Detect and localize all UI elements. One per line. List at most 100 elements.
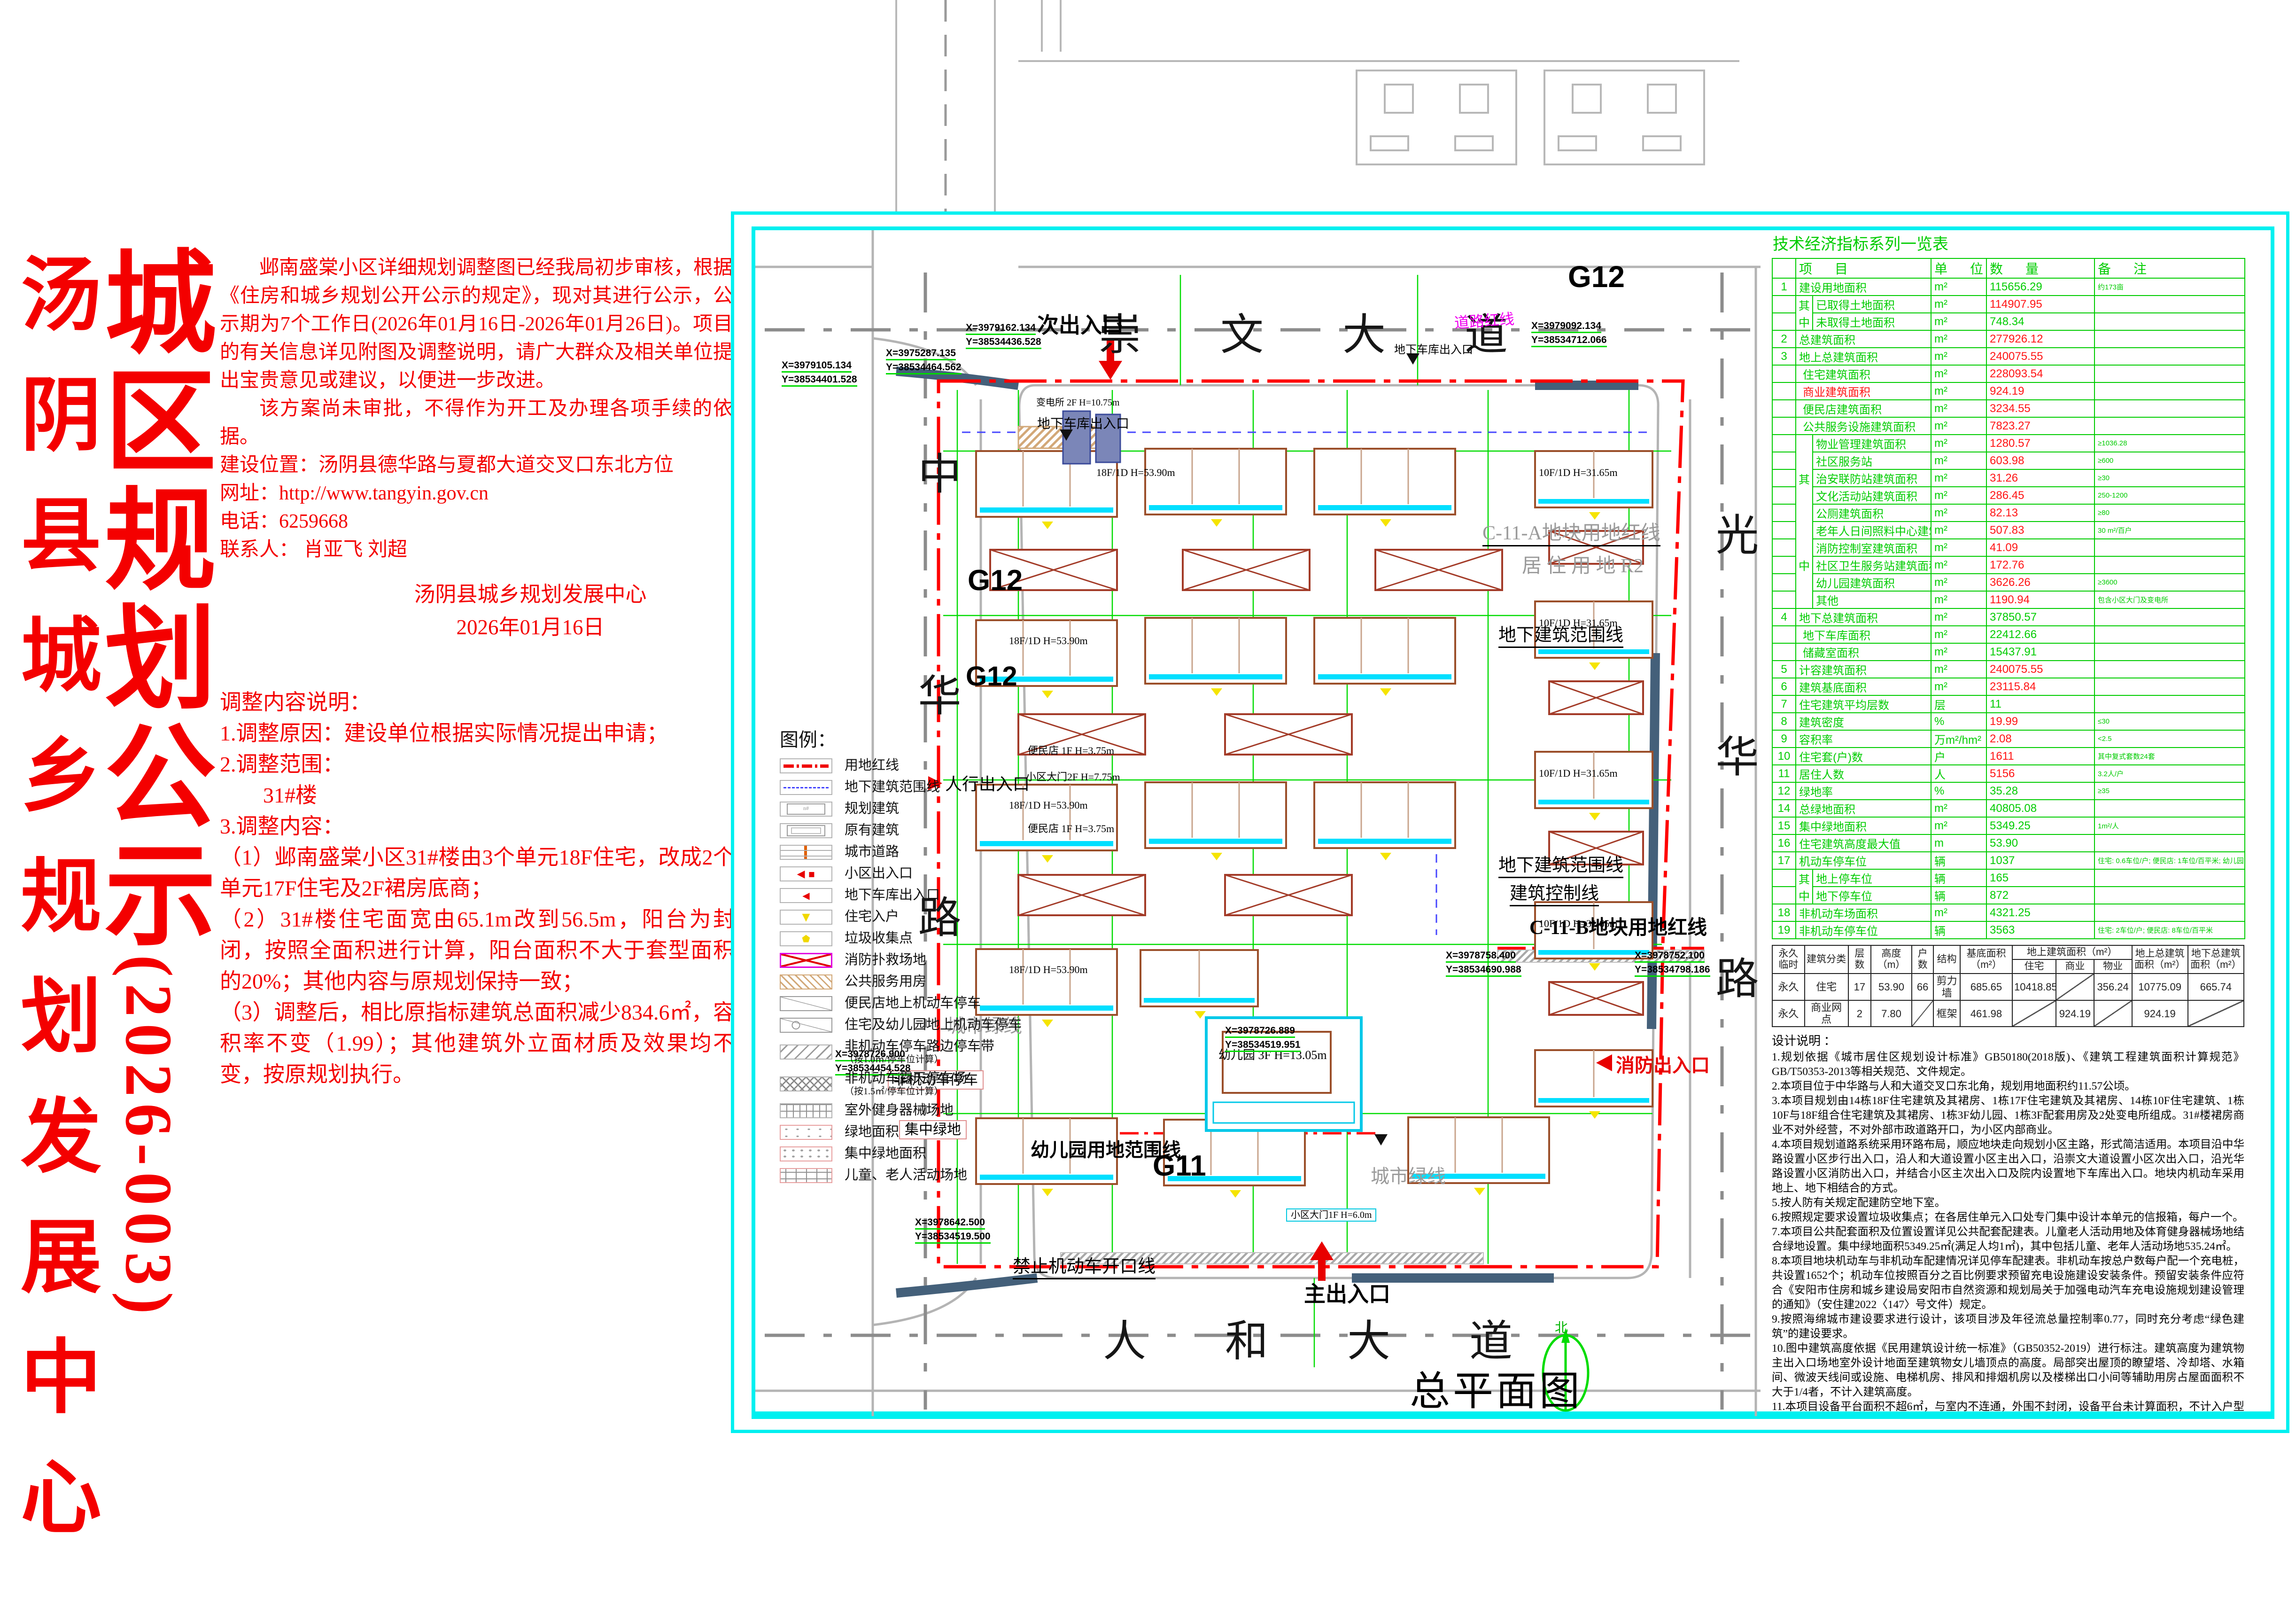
legend-swatch-xhatch-icon bbox=[780, 1076, 832, 1091]
adjustment-line: 3.调整内容： bbox=[220, 814, 344, 838]
indicator-name: 非机动车停车位 bbox=[1795, 921, 1932, 939]
building-subheader-cell: 商业 bbox=[2055, 959, 2094, 974]
indicator-unit: m² bbox=[1931, 278, 1987, 296]
legend-label: 住宅入户 bbox=[845, 909, 900, 925]
site-plan-drawing bbox=[755, 230, 1761, 1416]
map-label: 18F/1D H=53.90m bbox=[1009, 635, 1088, 647]
building-header-cell: 地上总建筑面积（m²） bbox=[2131, 944, 2188, 974]
indicator-unit: m² bbox=[1931, 365, 1987, 383]
legend-item: ▼住宅入户 bbox=[780, 909, 1109, 925]
indicator-qty: 924.19 bbox=[1986, 382, 2095, 400]
indicator-header-cell: 单 位 bbox=[1931, 258, 1987, 279]
indicator-note bbox=[2094, 347, 2246, 366]
indicator-note: 3.2人/户 bbox=[2094, 764, 2246, 783]
indicator-note bbox=[2094, 695, 2246, 713]
legend-label: 儿童、老人活动场地 bbox=[845, 1167, 968, 1183]
map-coordinate-label: X=3978642.500 bbox=[915, 1217, 985, 1230]
indicator-name: 总绿地面积 bbox=[1795, 799, 1932, 818]
legend-label: 小区出入口 bbox=[845, 866, 913, 881]
indicator-no bbox=[1772, 869, 1796, 887]
indicator-unit: % bbox=[1931, 712, 1987, 731]
map-label: 城市绿线 bbox=[947, 1015, 1022, 1036]
road-name-guanghua-road: 光华路 bbox=[1709, 512, 1757, 1177]
indicator-qty: 22412.66 bbox=[1986, 625, 2095, 644]
indicator-qty: 31.26 bbox=[1986, 469, 2095, 487]
legend-item: 住宅及幼儿园地上机动车停车 bbox=[780, 1017, 1109, 1033]
road-name-zhonghua-road: 中华路 bbox=[912, 451, 960, 1116]
legend-swatch-hatch-icon bbox=[780, 974, 832, 990]
map-coordinate-label: Y=38534436.528 bbox=[966, 336, 1041, 350]
legend-item: 非机动车停车路边停车带（按1.0㎡/停车位计算） bbox=[780, 1039, 1109, 1065]
indicator-no: 18 bbox=[1772, 904, 1796, 922]
design-note: 2.本项目位于中华路与人和大道交叉口东北角，规划用地面积约11.57公顷。 bbox=[1772, 1080, 2136, 1093]
indicator-qty: 1611 bbox=[1986, 747, 2095, 765]
map-label: 消防出入口 bbox=[1616, 1055, 1710, 1076]
indicator-no: 7 bbox=[1772, 695, 1796, 713]
indicator-note: ≥1036.28 bbox=[2094, 434, 2246, 452]
indicator-unit: m² bbox=[1931, 591, 1987, 609]
legend-swatch-dots-icon bbox=[780, 1124, 832, 1140]
legend-item: 非机动车露天停车场（按1.5㎡/停车位计算） bbox=[780, 1071, 1109, 1097]
map-coordinate-label: X=3978726.889 bbox=[1225, 1025, 1295, 1038]
indicator-qty: 228093.54 bbox=[1986, 365, 2095, 383]
map-label: 次出入口 bbox=[1037, 313, 1124, 337]
indicator-unit: m² bbox=[1931, 347, 1987, 366]
building-header-cell: 结构 bbox=[1933, 944, 1961, 974]
indicator-header-row: 项 目单 位数 量备 注 bbox=[1772, 258, 2246, 279]
indicator-name: 地上总建筑面积 bbox=[1795, 347, 1932, 366]
indicator-name: 居住人数 bbox=[1795, 764, 1932, 783]
indicator-no bbox=[1772, 469, 1796, 487]
indicator-note: ≥600 bbox=[2094, 452, 2246, 470]
indicator-unit: m² bbox=[1931, 504, 1987, 522]
building-cell: 924.19 bbox=[2131, 999, 2188, 1028]
legend-label: 地下车库出入口 bbox=[845, 888, 940, 903]
map-label: 地下车库出入口 bbox=[1037, 417, 1130, 431]
road-name-chongwen-avenue: 崇文大道 bbox=[1098, 311, 1587, 359]
indicator-no bbox=[1772, 312, 1796, 331]
frame-inner-border bbox=[752, 226, 2274, 1419]
legend-item: ⬟垃圾收集点 bbox=[780, 931, 1109, 946]
map-label: 集中绿地 bbox=[899, 1120, 967, 1139]
indicator-qty: 172.76 bbox=[1986, 556, 2095, 574]
indicator-qty: 240075.55 bbox=[1986, 347, 2095, 366]
indicator-no bbox=[1772, 556, 1796, 574]
indicator-no: 4 bbox=[1772, 608, 1796, 626]
legend-label: 住宅及幼儿园地上机动车停车 bbox=[845, 1017, 1022, 1033]
building-cell: 7.80 bbox=[1870, 999, 1912, 1028]
indicator-no bbox=[1772, 504, 1796, 522]
site-plan-map: 崇文大道 人和大道 中华路 光华路 次出入口地下车库出入口道路红线地下车库出入口… bbox=[755, 230, 1761, 1416]
building-cell: 10418.85 bbox=[2012, 973, 2056, 1001]
design-note: 6.按照规定要求设置垃圾收集点；在各居住单元入口处专门集中设计本单元的信报箱，每… bbox=[1772, 1211, 2244, 1224]
legend-item: ◀ ▪小区出入口 bbox=[780, 866, 1109, 881]
indicator-qty: 5156 bbox=[1986, 764, 2095, 783]
legend-swatch-rect-icon: n# bbox=[780, 802, 832, 817]
building-cell: 10775.09 bbox=[2131, 973, 2188, 1001]
adjustment-line: 1.调整原因：建设单位根据实际情况提出申请； bbox=[220, 721, 668, 745]
notice-text-block: 邺南盛棠小区详细规划调整图已经我局初步审核，根据《住房和城乡规划公开公示的规定》… bbox=[220, 254, 733, 644]
indicator-qty: 3626.26 bbox=[1986, 573, 2095, 592]
indicator-no: 15 bbox=[1772, 817, 1796, 835]
building-cell bbox=[2055, 973, 2094, 1001]
indicator-unit: m² bbox=[1931, 521, 1987, 539]
map-label: 小区大门1F H=6.0m bbox=[1286, 1208, 1377, 1222]
legend-label: 规划建筑 bbox=[845, 801, 900, 817]
road-name-renhe-avenue: 人和大道 bbox=[1103, 1317, 1591, 1365]
indicator-qty: 41.09 bbox=[1986, 538, 2095, 557]
design-notes: 设计说明 ：1.规划依据《城市居住区规划设计标准》GB50180(2018版)、… bbox=[1772, 1034, 2244, 1413]
indicator-no bbox=[1772, 521, 1796, 539]
building-cell: 永久 bbox=[1772, 999, 1805, 1028]
building-cell: 685.65 bbox=[1959, 973, 2013, 1001]
map-label: 幼儿园用地范围线 bbox=[1031, 1139, 1181, 1161]
indicator-name: 老年人日间照料中心建筑面积 bbox=[1812, 521, 1932, 539]
building-subheader-row: 住宅商业物业 bbox=[1772, 959, 2244, 974]
indicator-unit: m² bbox=[1931, 660, 1987, 678]
